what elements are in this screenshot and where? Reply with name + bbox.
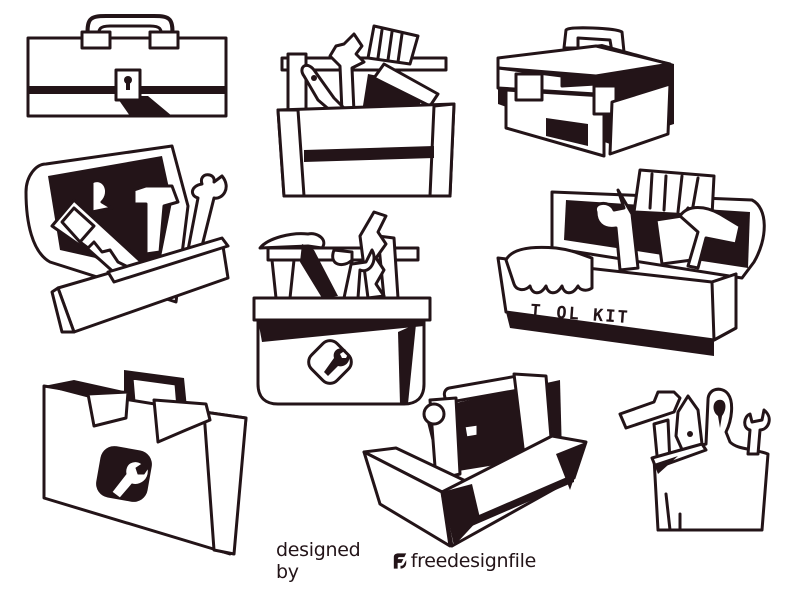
- open-tool-kit-chest: T OL KIT: [492, 168, 776, 360]
- open-toolbox-saw-hammer-wrench: [22, 142, 240, 338]
- tool-caddy-hammer-pliers-wrench-icon: [618, 387, 771, 532]
- plastic-toolbox-latches-icon: [496, 26, 674, 158]
- tool-case-wrench-emblem-icon: [42, 370, 248, 556]
- open-toolbox-saw-hammer-wrench-icon: [24, 144, 230, 334]
- tool-kit-text: T: [530, 301, 544, 322]
- plastic-toolbox-latches: [492, 24, 677, 159]
- wooden-tool-tote-icon: [362, 372, 588, 548]
- wooden-tool-tote: [360, 370, 592, 548]
- freedesignfile-logo-icon: [393, 553, 406, 569]
- watermark-brand: freedesignfile: [410, 550, 537, 572]
- open-tool-kit-chest-icon: T OL KIT: [496, 168, 766, 356]
- watermark-prefix: designed by: [276, 539, 361, 583]
- crate-toolbox-with-tools-icon: [276, 24, 456, 198]
- tool-caddy-hammer-pliers-wrench: [618, 384, 788, 534]
- toolbox-closed-keyhole: [26, 12, 230, 120]
- toolbox-closed-keyhole-icon: [26, 14, 228, 118]
- watermark: designed by freedesignfile: [276, 539, 537, 583]
- tool-bag-wrench-emblem: [248, 208, 436, 408]
- tool-bag-wrench-emblem-icon: [252, 210, 432, 406]
- tool-case-wrench-emblem: [40, 364, 250, 556]
- crate-toolbox-with-tools: [270, 24, 460, 199]
